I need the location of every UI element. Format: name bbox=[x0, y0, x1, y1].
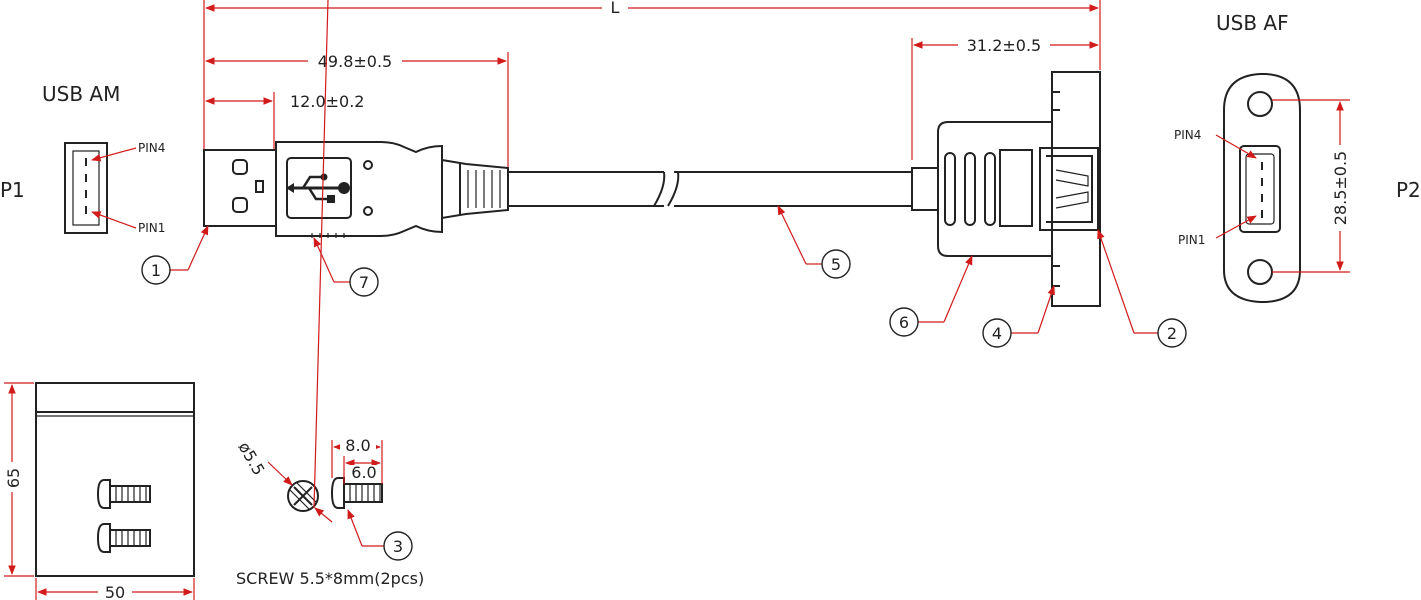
screw-side-view bbox=[330, 477, 383, 509]
usb-af-end-view bbox=[1223, 73, 1301, 303]
overall-length-label: L bbox=[611, 0, 620, 17]
dimension-panel-length: 31.2±0.5 bbox=[911, 34, 1099, 160]
dimension-hole-spacing: 28.5±0.5 bbox=[1272, 99, 1352, 273]
dimension-screw-length: 8.0 6.0 bbox=[331, 436, 383, 484]
callout-6: 6 bbox=[889, 255, 973, 337]
callout-5-label: 5 bbox=[831, 255, 841, 274]
bag-width-label: 50 bbox=[105, 583, 125, 600]
p2-pin4-label: PIN4 bbox=[1174, 128, 1201, 142]
callout-1-label: 1 bbox=[151, 261, 161, 280]
callout-6-label: 6 bbox=[899, 313, 909, 332]
screw-bag bbox=[35, 382, 195, 577]
p2-pin1-label: PIN1 bbox=[1178, 233, 1205, 247]
callout-4: 4 bbox=[982, 285, 1055, 348]
dimension-bag-height: 65 bbox=[2, 382, 34, 577]
usb-trident-icon bbox=[286, 173, 350, 203]
dimension-bag-width: 50 bbox=[35, 578, 195, 600]
p2-label: P2 bbox=[1396, 178, 1421, 202]
bag-height-label: 65 bbox=[4, 468, 23, 488]
p1-label: P1 bbox=[0, 178, 25, 202]
dimension-plug-tip: 12.0±0.2 bbox=[205, 92, 364, 150]
usb-am-label: USB AM bbox=[42, 82, 120, 106]
screw-note: SCREW 5.5*8mm(2pcs) bbox=[236, 569, 424, 588]
callout-5: 5 bbox=[777, 205, 851, 279]
dimension-screw-diameter: ø5.5 bbox=[235, 0, 333, 523]
callout-7: 7 bbox=[313, 237, 379, 297]
usb-af-label: USB AF bbox=[1216, 11, 1289, 35]
callout-7-label: 7 bbox=[359, 273, 369, 292]
usb-am-end-view bbox=[64, 142, 108, 234]
p1-pin4-label: PIN4 bbox=[138, 141, 165, 155]
screw-thread-label: 6.0 bbox=[351, 463, 376, 482]
callout-3: 3 bbox=[347, 509, 413, 561]
cable bbox=[508, 171, 912, 207]
callout-3-label: 3 bbox=[393, 537, 403, 556]
p1-pin1-label: PIN1 bbox=[138, 221, 165, 235]
dimension-overall-length: L bbox=[203, 0, 1101, 150]
hole-spacing-label: 28.5±0.5 bbox=[1331, 151, 1350, 225]
plug-length-label: 49.8±0.5 bbox=[318, 52, 392, 71]
callout-2: 2 bbox=[1097, 229, 1187, 348]
callout-2-label: 2 bbox=[1167, 324, 1177, 343]
plug-tip-label: 12.0±0.2 bbox=[290, 92, 364, 111]
panel-length-label: 31.2±0.5 bbox=[967, 36, 1041, 55]
usb-af-panel-connector bbox=[911, 71, 1101, 307]
callout-1: 1 bbox=[141, 225, 209, 285]
usb-a-plug bbox=[203, 141, 509, 238]
dimension-plug-length: 49.8±0.5 bbox=[205, 50, 509, 170]
screw-total-label: 8.0 bbox=[345, 436, 370, 455]
screw-diameter-label: ø5.5 bbox=[235, 439, 269, 479]
callout-4-label: 4 bbox=[992, 324, 1002, 343]
screw-head-icon bbox=[287, 480, 319, 512]
